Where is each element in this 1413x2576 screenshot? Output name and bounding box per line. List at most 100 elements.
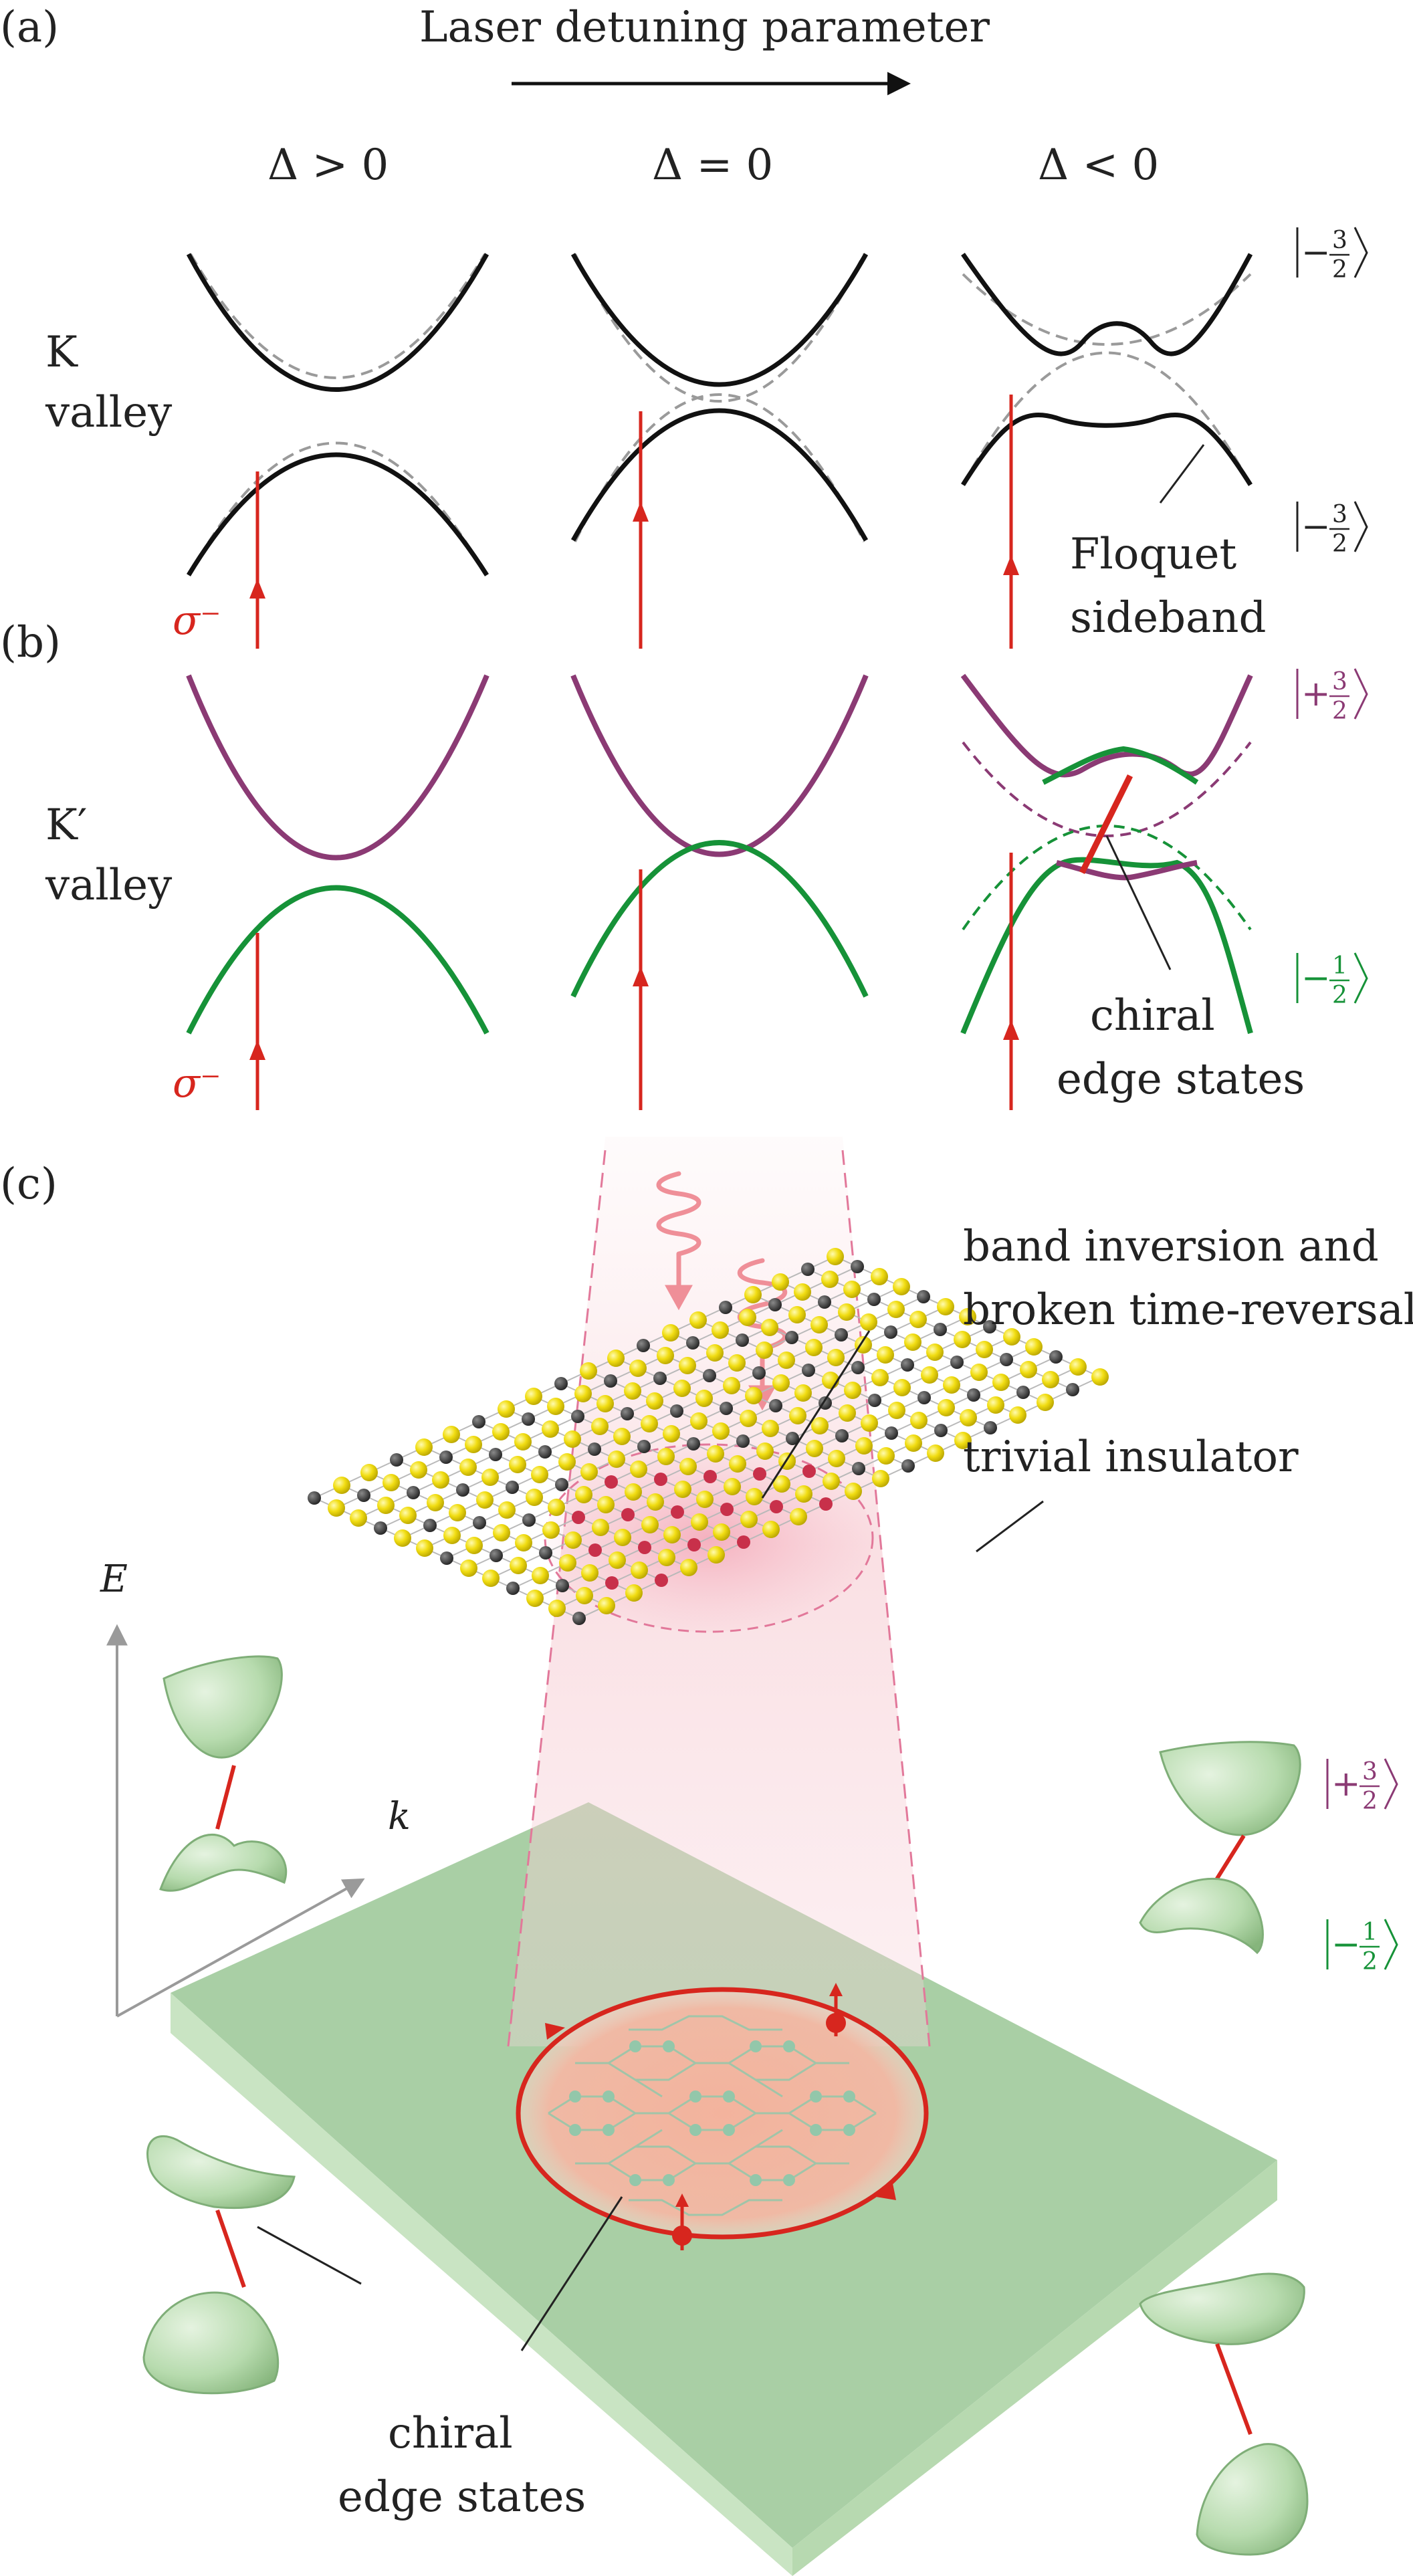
chalcogen-atom	[525, 1388, 542, 1405]
metal-atom	[835, 1328, 848, 1341]
chalcogen-atom	[591, 1418, 609, 1435]
chalcogen-atom	[689, 1311, 707, 1329]
chalcogen-atom	[937, 1298, 954, 1315]
chalcogen-atom	[954, 1331, 971, 1348]
chalcogen-atom	[657, 1448, 675, 1465]
tmd-monolayer	[308, 1248, 1109, 1633]
k-dashed-lower-crossing	[962, 351, 1252, 486]
chalcogen-atom	[580, 1463, 598, 1481]
metal-atom	[852, 1462, 865, 1475]
chalcogen-atom	[927, 1444, 944, 1462]
metal-atom	[308, 1491, 321, 1505]
svg-text:−: −	[1301, 233, 1331, 273]
chalcogen-atom	[510, 1557, 527, 1574]
chalcogen-atom	[679, 1458, 697, 1475]
kprime-floquet-upper	[960, 673, 1253, 778]
metal-atom	[472, 1415, 485, 1428]
chalcogen-atom	[394, 1529, 411, 1547]
beam-edge-right	[841, 1150, 931, 2047]
chalcogen-atom	[673, 1380, 691, 1397]
metal-atom	[621, 1407, 634, 1420]
chalcogen-atom	[762, 1420, 779, 1437]
chalcogen-atom	[598, 1597, 615, 1614]
illuminated-region	[518, 1990, 926, 2237]
laser-arrowhead-k-1	[249, 578, 265, 599]
chalcogen-atom	[893, 1278, 910, 1295]
metal-atom	[670, 1404, 683, 1418]
chalcogen-atom	[532, 1567, 549, 1584]
chalcogen-atom	[576, 1587, 593, 1604]
chalcogen-atom	[360, 1464, 378, 1481]
floquet-pointer	[1159, 444, 1205, 504]
kprime-valence-band	[186, 885, 490, 1035]
chalcogen-atom	[877, 1447, 895, 1465]
k-valley-label-line2: valley	[45, 388, 172, 437]
chalcogen-atom	[695, 1390, 713, 1407]
k-conduction-band-dashed-2	[574, 253, 865, 403]
chalcogen-atom	[821, 1271, 839, 1288]
chalcogen-atom	[574, 1385, 592, 1402]
metal-atom	[637, 1440, 651, 1453]
cone-bottom-left	[142, 2135, 296, 2395]
chalcogen-atom	[739, 1309, 756, 1326]
chalcogen-atom	[1025, 1338, 1043, 1356]
chalcogen-atom	[855, 1437, 873, 1455]
chalcogen-atom	[333, 1477, 350, 1494]
metal-atom	[456, 1483, 469, 1497]
chalcogen-atom	[680, 1559, 697, 1576]
metal-atom	[835, 1429, 849, 1442]
chalcogen-atom	[663, 1526, 681, 1543]
chalcogen-atom	[443, 1527, 461, 1544]
chalcogen-atom	[794, 1384, 812, 1402]
metal-atom	[539, 1546, 552, 1560]
metal-atom	[768, 1298, 782, 1311]
chalcogen-atom	[744, 1286, 762, 1303]
chalcogen-atom	[416, 1539, 433, 1557]
chalcogen-atom	[548, 1499, 565, 1516]
floquet-label-line2: sideband	[1070, 593, 1266, 643]
metal-atom	[638, 1541, 651, 1554]
lattice-atom-set	[308, 1248, 1109, 1625]
metal-atom	[868, 1394, 881, 1407]
panel-a-label: (a)	[0, 3, 59, 52]
chalcogen-atom	[910, 1412, 928, 1429]
chalcogen-atom	[460, 1560, 477, 1577]
chalcogen-atom	[723, 1377, 740, 1394]
k-floquet-lower-band	[961, 413, 1253, 486]
chalcogen-atom	[1042, 1371, 1059, 1388]
metal-atom	[490, 1549, 503, 1562]
chalcogen-atom	[493, 1524, 510, 1541]
ket-kprime-bottom: − 1 2	[1296, 952, 1368, 1009]
chalcogen-atom	[542, 1521, 560, 1539]
metal-atom	[983, 1320, 996, 1333]
chalcogen-atom	[410, 1461, 427, 1479]
metal-atom	[785, 1331, 798, 1344]
metal-atom	[867, 1293, 881, 1306]
metal-atom	[917, 1391, 931, 1404]
metal-atom	[653, 1372, 667, 1385]
chalcogen-atom	[828, 1450, 845, 1467]
cone-bottom-right	[1139, 2272, 1309, 2556]
svg-text:−: −	[1331, 1925, 1361, 1965]
edge-loop-arrow-1	[876, 2183, 896, 2200]
svg-text:2: 2	[1362, 1948, 1378, 1975]
chalcogen-atom	[596, 1395, 614, 1412]
metal-atom	[571, 1410, 584, 1423]
chalcogen-atom	[526, 1489, 543, 1506]
ket-kprime-top: + 3 2	[1296, 668, 1368, 725]
column-delta-negative: Δ < 0	[1038, 140, 1159, 190]
slab-front-left	[171, 1993, 792, 2576]
trivial-pointer	[976, 1500, 1044, 1553]
chalcogen-atom	[712, 1321, 729, 1339]
slab-front-right	[792, 2160, 1277, 2576]
metal-atom	[1049, 1350, 1063, 1364]
band-inversion-pointer	[761, 1330, 871, 1499]
panel-c: (c)	[0, 1137, 1413, 2576]
chiral-transition-line	[1079, 774, 1133, 875]
chalcogen-atom	[827, 1248, 844, 1265]
svg-text:+: +	[1301, 674, 1331, 714]
chalcogen-atom	[608, 1451, 625, 1468]
k-conduction-band	[186, 253, 490, 392]
spin-up-electron-2	[672, 2193, 692, 2250]
trivial-insulator-label: trivial insulator	[963, 1432, 1299, 1482]
